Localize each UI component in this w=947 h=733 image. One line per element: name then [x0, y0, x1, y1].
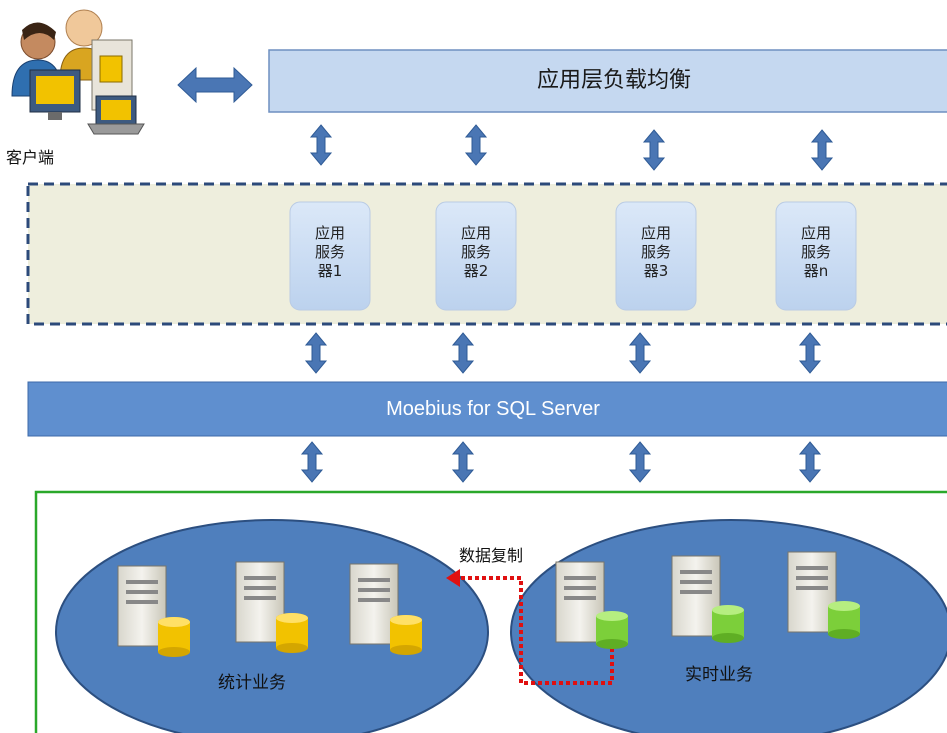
app-server-3-line3: 器3: [643, 262, 669, 280]
db-server-icon-stats-3: [349, 563, 422, 655]
moebius-label: Moebius for SQL Server: [386, 398, 600, 420]
replication-label: 数据复制: [459, 546, 524, 565]
app-server-3-line1: 应用: [640, 224, 671, 242]
stats-cluster-label: 统计业务: [218, 673, 286, 693]
app-server-label-4: 应用 服务 器n: [776, 224, 856, 281]
load-balancer-bar: [268, 49, 947, 113]
app-server-label-3: 应用 服务 器3: [616, 224, 696, 281]
app-server-1-line3: 器1: [317, 262, 343, 280]
app-server-box-4: [775, 201, 857, 311]
app-server-2-line2: 服务: [460, 243, 491, 261]
replication-path: [452, 576, 614, 685]
client-label: 客户端: [6, 148, 55, 167]
db-server-icon-stats-2: [235, 561, 308, 653]
app-server-4-line2: 服务: [800, 243, 831, 261]
database-zone: [34, 490, 947, 733]
client-lb-arrow-icon: [177, 66, 253, 104]
realtime-cluster-label: 实时业务: [685, 665, 753, 685]
client-icon: [11, 9, 145, 135]
replication-arrowhead-icon: [446, 569, 460, 587]
db-server-icon-realtime-2: [671, 555, 744, 643]
app-server-1-line2: 服务: [314, 243, 345, 261]
app-server-3-line2: 服务: [640, 243, 671, 261]
app-server-1-line1: 应用: [314, 224, 345, 242]
app-server-box-2: [435, 201, 517, 311]
load-balancer-label: 应用层负载均衡: [536, 68, 691, 93]
app-server-label-1: 应用 服务 器1: [290, 224, 370, 281]
db-server-icon-realtime-1: [555, 561, 628, 649]
app-server-label-2: 应用 服务 器2: [436, 224, 516, 281]
app-server-box-1: [289, 201, 371, 311]
app-server-2-line1: 应用: [460, 224, 491, 242]
db-server-icon-stats-1: [117, 565, 190, 657]
app-server-4-line3: 器n: [803, 262, 829, 280]
moebius-bar: [27, 381, 947, 437]
app-server-box-3: [615, 201, 697, 311]
db-server-icon-realtime-3: [787, 551, 860, 639]
app-server-2-line3: 器2: [463, 262, 489, 280]
app-server-4-line1: 应用: [800, 224, 831, 242]
